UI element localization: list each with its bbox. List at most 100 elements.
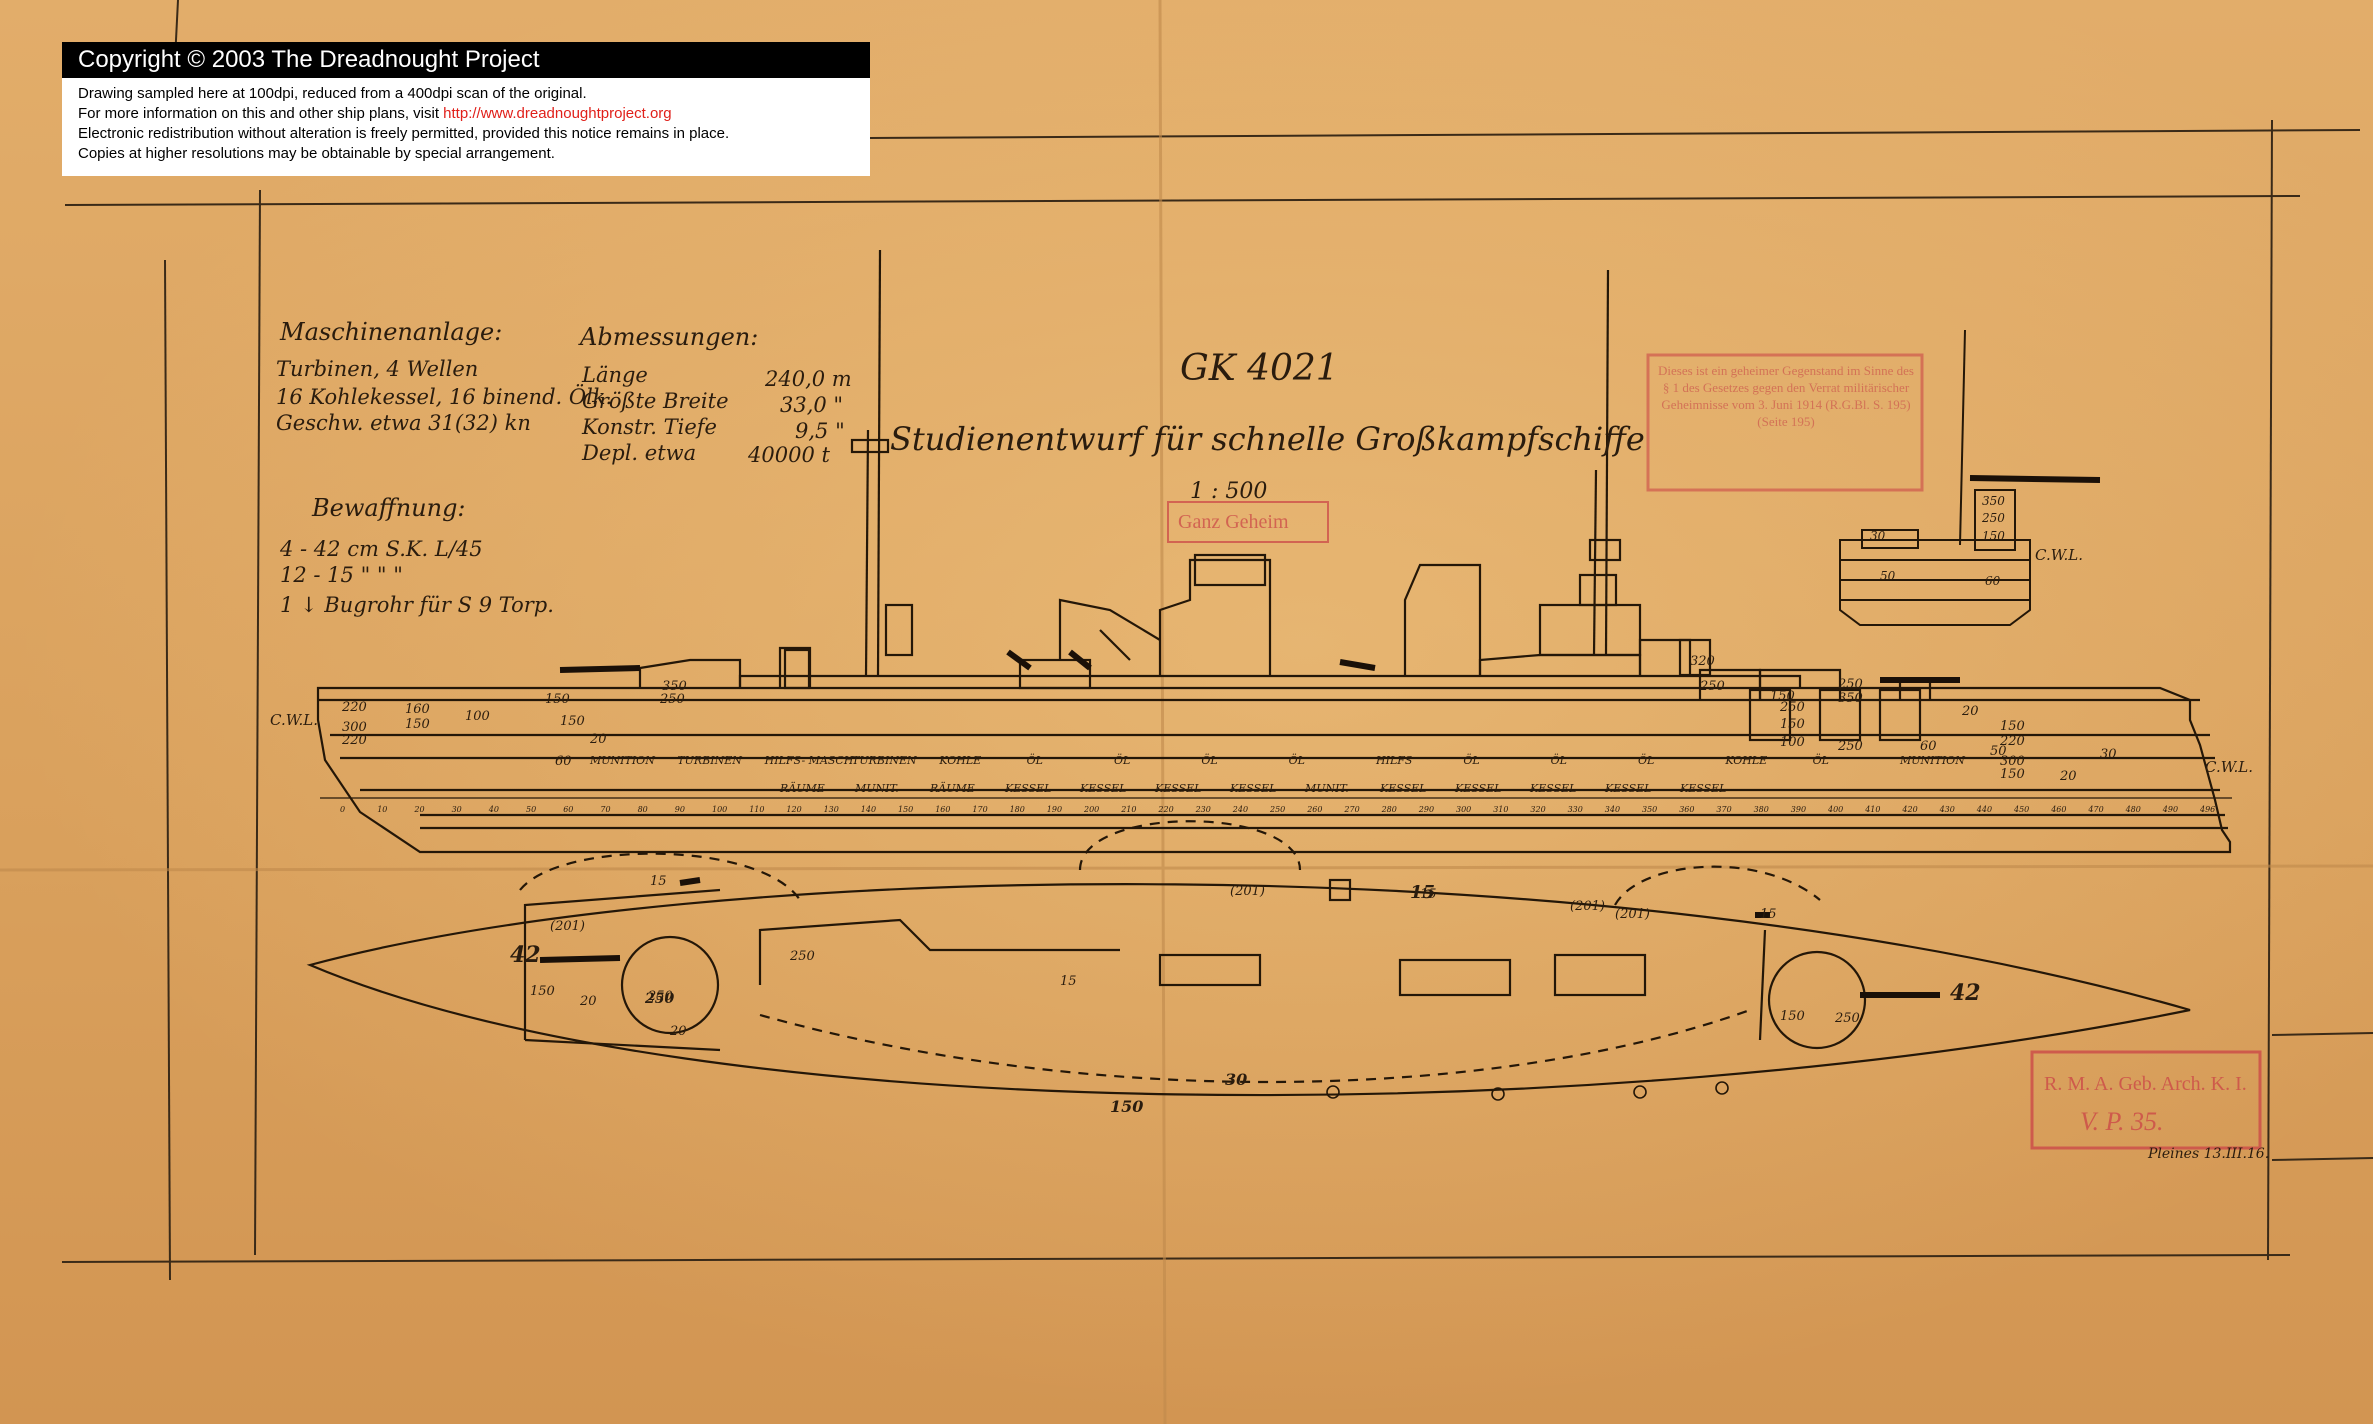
- machinery-heading: Maschinenanlage:: [279, 318, 502, 346]
- secret-stamp-small-text: Ganz Geheim: [1178, 511, 1289, 533]
- armor-value: 150: [2000, 767, 2025, 782]
- compartment-label: ÖL: [1289, 753, 1305, 767]
- machinery-block: Maschinenanlage: Turbinen, 4 Wellen 16 K…: [276, 318, 612, 435]
- plan-label: 250: [1834, 1011, 1860, 1026]
- frame-number: 420: [1901, 805, 1917, 814]
- frame-number: 40: [488, 805, 499, 814]
- machinery-line-3: Geschw. etwa 31(32) kn: [276, 411, 531, 435]
- compartment-label: KOHLE: [938, 754, 981, 767]
- notice-title: Copyright © 2003 The Dreadnought Project: [62, 42, 870, 78]
- frame-number: 330: [1568, 805, 1583, 814]
- dim-value-depth: 9,5 ": [795, 419, 845, 443]
- compartment-label: ÖL: [1201, 753, 1217, 767]
- frame-number: 90: [675, 805, 685, 814]
- armament-line-2: 12 - 15 " " ": [280, 563, 403, 587]
- armor-value: 50: [1990, 744, 2007, 759]
- archive-stamp-line-1: R. M. A. Geb. Arch. K. I.: [2044, 1073, 2247, 1095]
- frame-number: 80: [638, 805, 648, 814]
- archive-stamp: R. M. A. Geb. Arch. K. I. V. P. 35.: [2030, 1050, 2262, 1150]
- armor-value: 20: [589, 732, 607, 747]
- plan-label: 250: [647, 989, 673, 1004]
- armament-line-3: 1 ↓ Bugrohr für S 9 Torp.: [280, 593, 554, 617]
- compartment-label: HILFS- MASCH.: [764, 754, 857, 767]
- frame-number: 170: [972, 805, 987, 814]
- plan-label: (201): [1230, 884, 1265, 899]
- frame-number: 30: [452, 805, 462, 814]
- compartment-label: KESSEL: [1604, 782, 1651, 795]
- frame-number: 50: [526, 805, 536, 814]
- plan-label: 150: [1780, 1009, 1805, 1024]
- frame-number: 380: [1754, 805, 1769, 814]
- drawing-scale: 1 : 500: [1190, 479, 1267, 504]
- frame-number: 300: [1456, 805, 1471, 814]
- frame-number: 200: [1083, 805, 1099, 814]
- compartment-label: KESSEL: [1454, 782, 1501, 795]
- compartment-label: MUNIT.: [854, 782, 899, 795]
- armor-value: 30: [2100, 747, 2117, 762]
- sec-gun-calibre: 15: [1410, 882, 1435, 903]
- centre-armor-label: 30: [1225, 1070, 1247, 1089]
- frame-number: 210: [1120, 805, 1136, 814]
- frame-number: 0: [340, 805, 345, 814]
- armor-value: 300: [342, 720, 367, 735]
- plan-label: 15: [1760, 907, 1777, 922]
- frame-number: 290: [1418, 805, 1434, 814]
- frame-number: 240: [1232, 805, 1248, 814]
- armament-block: Bewaffnung: 4 - 42 cm S.K. L/45 12 - 15 …: [279, 494, 554, 617]
- dim-label-displacement: Depl. etwa: [581, 441, 696, 465]
- compartment-label: HILFS: [1375, 754, 1413, 767]
- armor-value: 150: [1780, 717, 1805, 732]
- dim-value-beam: 33,0 ": [780, 393, 843, 417]
- frame-number: 10: [377, 805, 387, 814]
- signature: Pleines 13.III.16.: [2147, 1146, 2269, 1162]
- frame-number: 140: [861, 805, 876, 814]
- compartment-label: ÖL: [1027, 753, 1043, 767]
- plan-label: 20: [579, 994, 597, 1009]
- bow-gun-calibre: 42: [510, 942, 541, 968]
- notice-line-2-text: For more information on this and other s…: [78, 105, 444, 122]
- armor-value: 220: [341, 733, 367, 748]
- frame-number: 470: [2087, 805, 2103, 814]
- armor-value: 220: [341, 700, 367, 715]
- armor-value: 60: [1920, 739, 1937, 754]
- armor-value: 350: [662, 679, 687, 694]
- cwl-label-section: C.W.L.: [2035, 546, 2083, 564]
- frame-number: 410: [1864, 805, 1880, 814]
- notice-line-4: Copies at higher resolutions may be obta…: [78, 145, 555, 162]
- armor-value: 150: [545, 692, 570, 707]
- frame-number: 490: [2162, 805, 2178, 814]
- dim-label-beam: Größte Breite: [582, 389, 729, 413]
- plan-label: 15: [1420, 887, 1437, 902]
- compartment-label: MUNITION: [589, 754, 655, 767]
- dim-value-displacement: 40000 t: [747, 443, 830, 467]
- copyright-notice: Copyright © 2003 The Dreadnought Project…: [62, 42, 870, 176]
- gun-calibre-labels: 42 42 15 30 150 250: [510, 882, 1981, 1116]
- armor-value: 150: [2000, 719, 2025, 734]
- frame-number: 260: [1306, 805, 1322, 814]
- plan-label: (201): [1615, 907, 1650, 922]
- project-link[interactable]: http://www.dreadnoughtproject.org: [443, 105, 672, 122]
- secret-stamp-box-text: Dieses ist ein geheimer Gegenstand im Si…: [1658, 363, 1914, 429]
- frame-number: 120: [786, 805, 801, 814]
- plan-portholes: [1326, 1081, 1729, 1101]
- barbette-label: 250: [644, 991, 674, 1007]
- frame-number: 130: [824, 805, 839, 814]
- secret-stamp-box: Dieses ist ein geheimer Gegenstand im Si…: [1646, 353, 1924, 492]
- compartment-label: RÄUME: [929, 781, 975, 795]
- armor-value: 250: [1699, 679, 1725, 694]
- compartment-label: MUNITION: [1899, 754, 1965, 767]
- secret-stamp-small: Ganz Geheim: [1167, 501, 1329, 543]
- ship-plan-view: [306, 820, 2191, 1097]
- frame-number: 360: [1679, 805, 1694, 814]
- frame-number: 310: [1493, 805, 1508, 814]
- armor-value: 100: [1780, 735, 1805, 750]
- compartment-label: KESSEL: [1379, 782, 1426, 795]
- frame-number: 20: [413, 805, 424, 814]
- title-block: GK 4021 Studienentwurf für schnelle Groß…: [890, 348, 1645, 504]
- compartment-label: TURBINEN: [852, 754, 917, 767]
- frame-number: 320: [1530, 805, 1545, 814]
